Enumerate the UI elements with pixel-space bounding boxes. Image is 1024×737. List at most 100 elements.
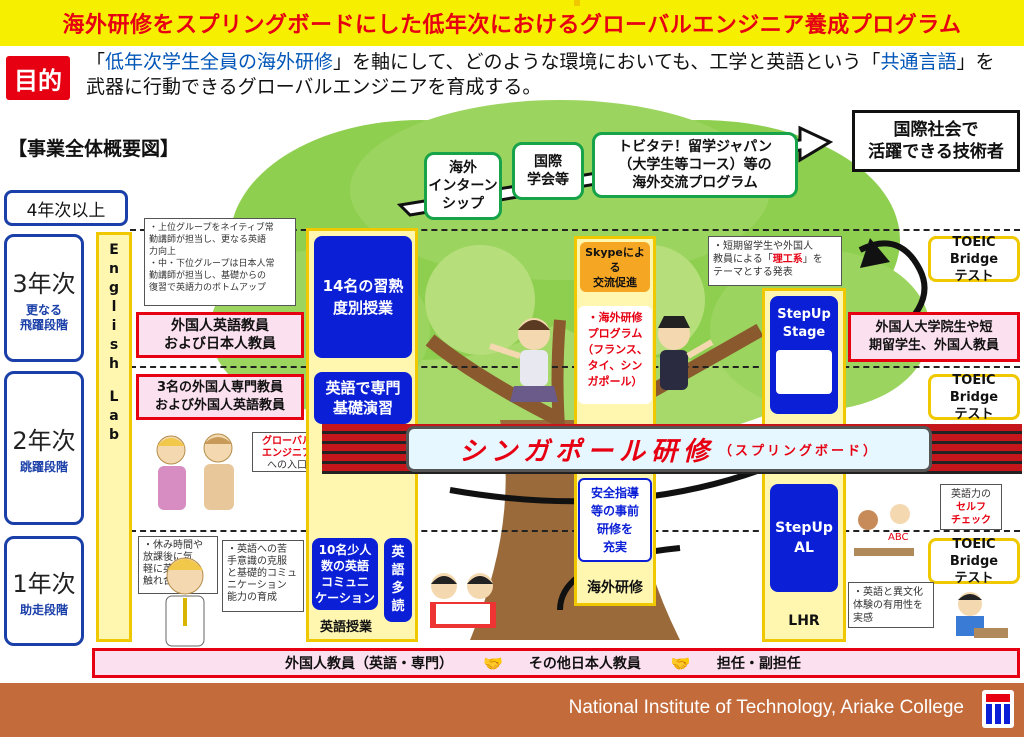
singapore-title: シンガポール研修 [458,436,715,467]
lab-letter: b [108,427,120,443]
overseas-program-box: ・海外研修 プログラム （フランス、 タイ、シン ガポール） [578,306,652,404]
note-line: エンジニア [262,448,312,459]
test-taker-illustration [956,592,1008,638]
note-line: テーマとする発表 [713,267,793,278]
box-line: TOEIC Bridge [949,372,999,405]
box-line: 基礎演習 [332,399,393,417]
box-line: 外国人大学院生や短 [875,320,993,335]
box-line: 語 [391,563,405,578]
box-line: 期留学生、外国人教員 [868,338,999,353]
goal-line: 活躍できる技術者 [868,142,1004,162]
year3-teachers-box: 外国人英語教員 および日本人教員 [136,312,304,358]
box-line: および外国人英語教員 [154,398,285,413]
box-line: 度別授業 [332,299,393,317]
purpose-text-line2: 武器に行動できるグローバルエンジニアを育成する。 [86,76,542,98]
purpose-text: 「低年次学生全員の海外研修」を軸にして、どのような環境においても、工学と英語とい… [86,50,1016,100]
note-line: ・英語と異文化 [853,587,923,598]
toeic-test-2: TOEIC Bridge テスト [928,372,1020,422]
box-line: 安全指導 [590,486,639,500]
box-line: 等の事前 [590,504,639,518]
box-line: 英語で専門 [325,379,401,397]
box-line: StepUp [775,520,833,536]
lab-letter: g [108,280,120,296]
note-line: 実感 [853,613,873,624]
note-line: 教員による「 [713,254,773,265]
svg-text:ABC: ABC [888,532,909,543]
box-line: 交流促進 [593,275,637,289]
lab-letter: l [111,299,117,315]
box-line: ケーション [315,591,375,605]
overseas-column [574,0,580,6]
singapore-subtitle: （スプリングボード） [719,443,880,459]
classroom-illustration: ABC [854,504,914,556]
goal-box: 国際社会で 活躍できる技術者 [852,110,1020,172]
handshake-icon: 🤝 [670,653,691,673]
staff-foreign: 外国人教員（英語・専門） [285,656,453,672]
lhr-label: LHR [788,613,820,629]
page-title: 海外研修をスプリングボードにした低年次におけるグローバルエンジニア養成プログラム [62,13,962,38]
stage-year4: 4年次以上 [4,190,128,226]
handshake-icon: 🤝 [483,653,503,673]
stepup-stage-box: StepUp Stage [770,296,838,414]
purpose-text-part: 」を軸にして、どのような環境においても、工学と英語という「 [333,51,881,73]
note-line: 能力の育成 [227,592,277,603]
stage-sub: 助走段階 [19,603,68,617]
note-line: ・英語への苦 [227,544,287,555]
lab-letter: a [109,408,119,424]
note-self-check: 英語力の セルフ チェック [940,484,1002,530]
stepup-stage-text: StepUp Stage [770,296,838,342]
box-line: タイ、シン [587,359,643,372]
conference-line: 国際 [534,154,562,170]
internship-box: 海外 インターン シップ [424,152,502,220]
stage-year3: 3年次 更なる 飛躍段階 [4,234,84,362]
stage-year2: 2年次 跳躍段階 [4,371,84,525]
box-line: StepUp [777,307,831,322]
stage-divider [130,229,1020,231]
conference-box: 国際 学会等 [512,142,584,200]
note-line: と基礎的コミュ [227,568,297,579]
box-line: Skypeによる [585,245,645,274]
note-line: ・中・下位グループは日本人常 [149,259,275,269]
bottom-staff-bar: 外国人教員（英語・専門） 🤝 その他日本人教員 🤝 担任・副担任 [92,648,1020,678]
lab-letter: s [109,337,119,353]
lab-letter: L [109,389,119,405]
tobitate-line: （大学生等コース）等の [618,157,772,173]
tobitate-box: トビタテ！留学ジャパン （大学生等コース）等の 海外交流プログラム [592,132,798,198]
purpose-text-part: 「 [86,51,106,73]
singapore-box: シンガポール研修 （スプリングボード） [406,426,932,472]
staff-homeroom: 担任・副担任 [716,656,801,672]
comm-class-box: 10名少人 数の英語 コミュニ ケーション [312,538,378,610]
note-line: 放課後に気 [143,552,193,563]
box-line: TOEIC Bridge [949,234,999,267]
year3-foreign-box: 外国人大学院生や短 期留学生、外国人教員 [848,312,1020,362]
box-line: 10名少人 [318,543,372,557]
students-illustration [430,573,496,628]
box-line: ガポール） [587,375,643,388]
year2-teachers-box: 3名の外国人専門教員 および外国人英語教員 [136,374,304,420]
box-line: プログラム [587,327,643,340]
stage-sub: 跳躍段階 [19,460,68,474]
safety-box: 安全指導 等の事前 研修を 充実 [578,478,652,562]
box-line: テスト [954,570,994,586]
note-year3-study: ・短期留学生や外国人 教員による「理工系」を テーマとする発表 [708,236,842,286]
box-line: ・海外研修 [587,311,643,324]
internship-line: 海外 [449,160,477,176]
box-line: 英 [391,545,405,560]
note-line: ・上位グループをネイティブ常 [149,223,274,233]
purpose-highlight-2: 共通言語 [880,51,957,73]
stage-year1: 1年次 助走段階 [4,536,84,646]
conference-line: 学会等 [527,172,569,188]
staff-japanese: その他日本人教員 [528,656,641,672]
note-line: 英語力の [951,489,991,500]
overview-label: 【事業全体概要図】 [8,138,180,160]
goal-line: 国際社会で [893,120,979,140]
lab-letter: E [109,242,119,258]
note-line: ・短期留学生や外国人 [713,241,813,252]
note-line: ・休み時間や [143,540,203,551]
box-line: 読 [391,599,405,614]
note-line: 力向上 [149,247,177,257]
box-line: コミュニ [320,575,369,589]
note-line: ニケーション [227,580,287,591]
note-year1-culture: ・英語と異文化 体験の有用性を 実感 [848,582,934,628]
box-line: TOEIC Bridge [949,536,999,569]
